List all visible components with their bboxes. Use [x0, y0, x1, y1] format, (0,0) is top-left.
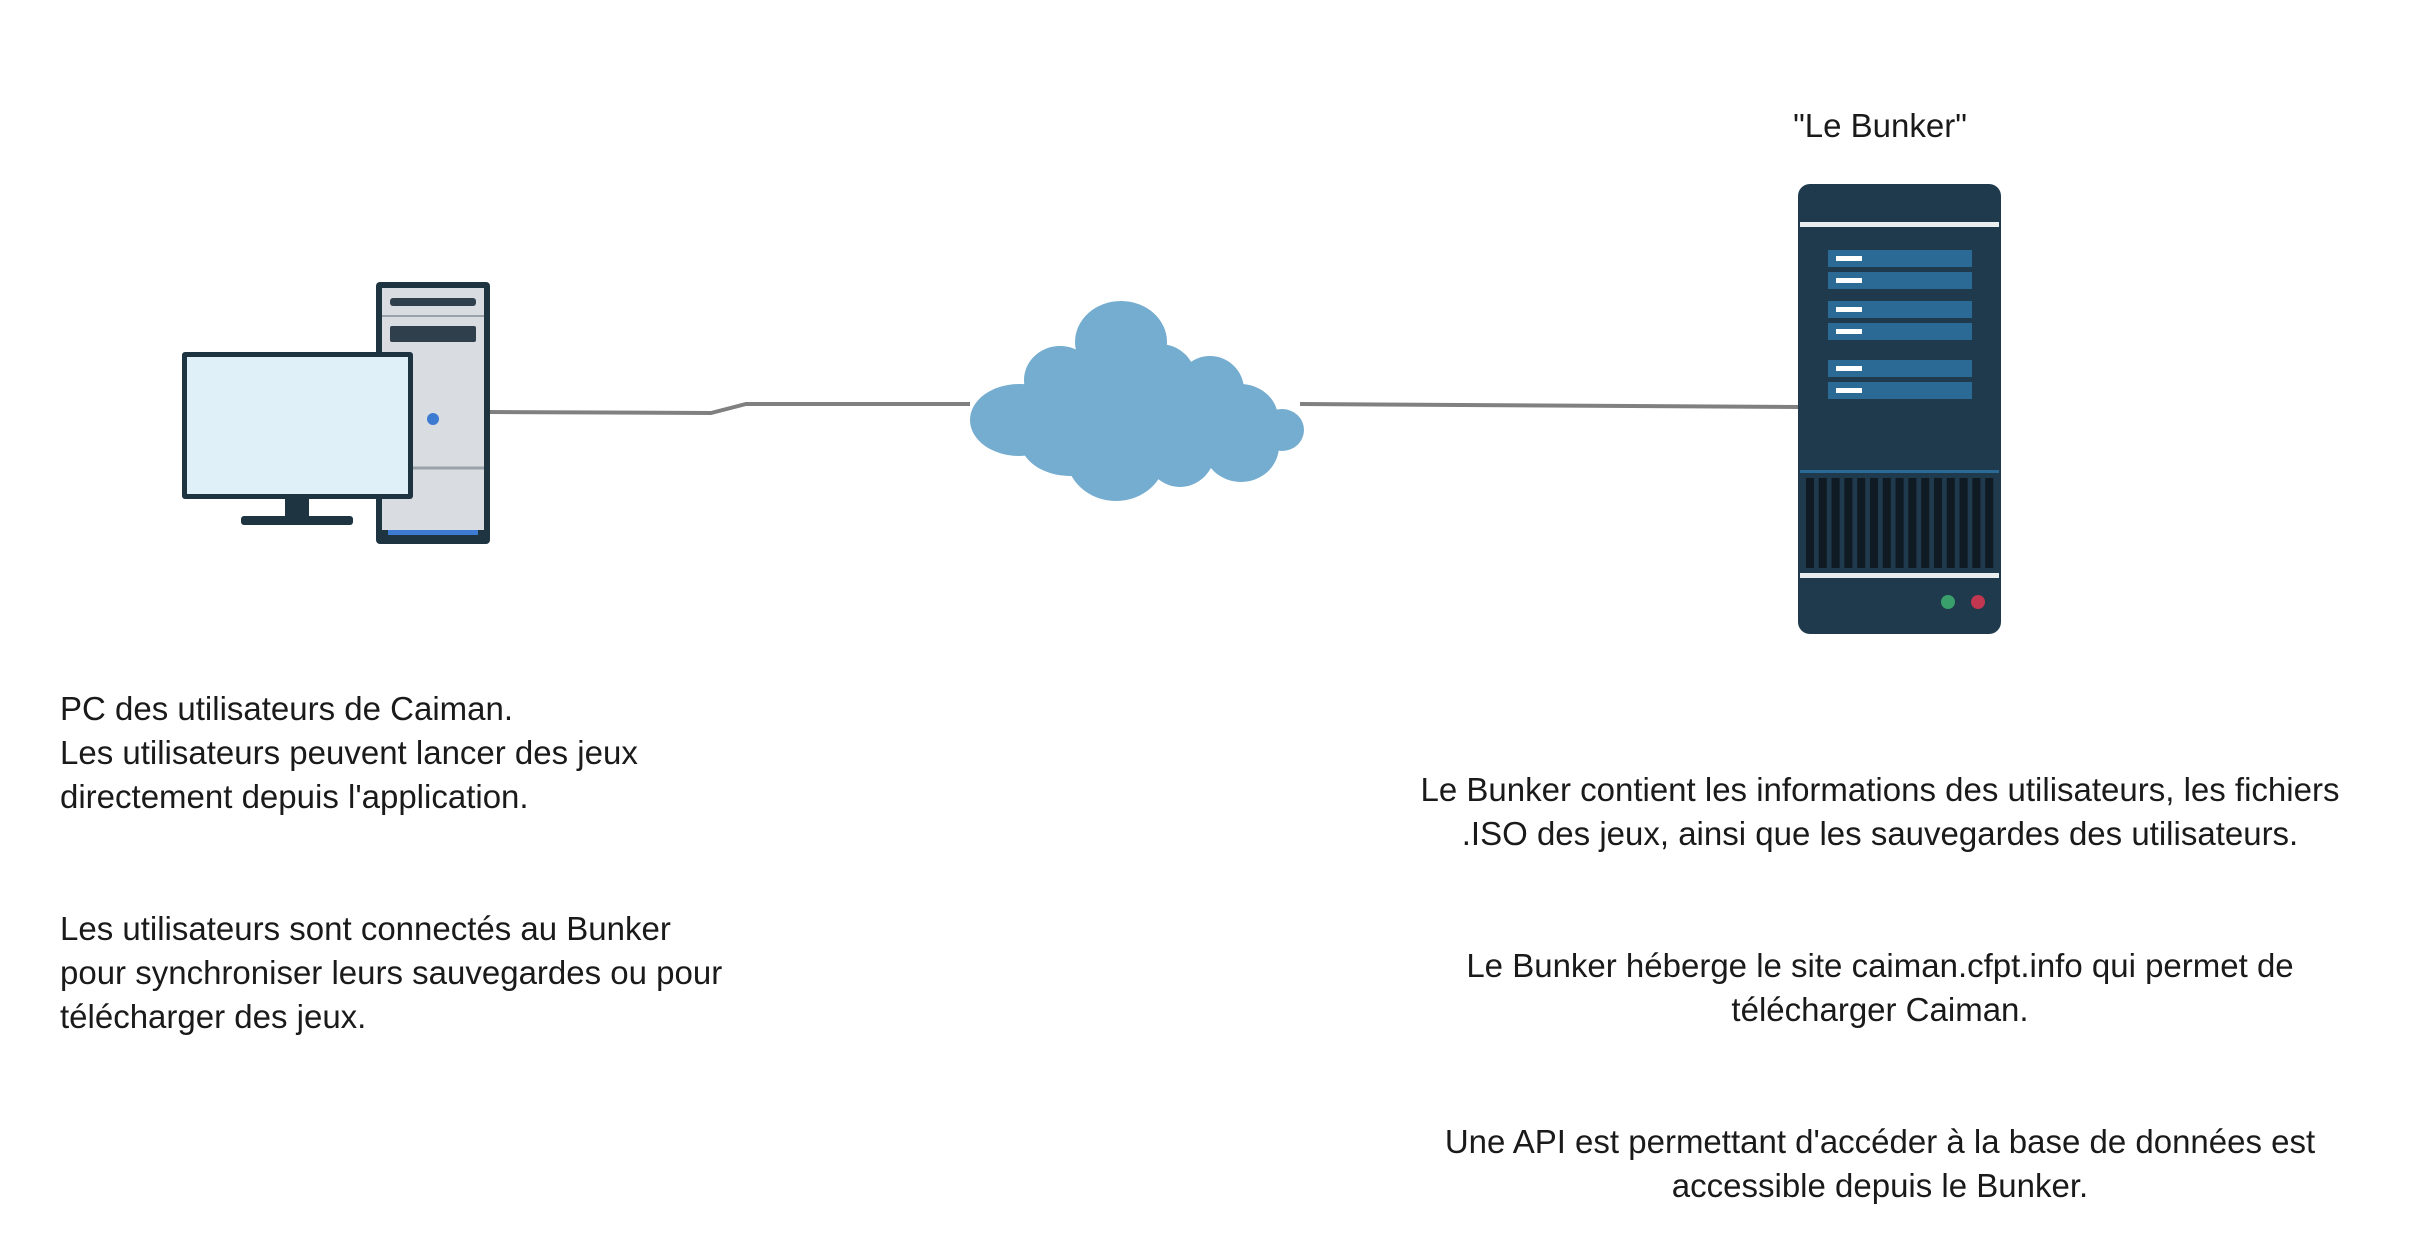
server-drive-slots: [1828, 250, 1972, 399]
vent-slot: [1934, 478, 1942, 568]
bunker-description-paragraph: Une API est permettant d'accéder à la ba…: [1444, 1123, 2316, 1204]
vent-slot: [1831, 478, 1840, 568]
vent-slot: [1972, 478, 1981, 568]
desktop-computer-icon: [182, 282, 490, 544]
server-status-led-green: [1941, 595, 1955, 609]
vent-slot: [1921, 478, 1930, 568]
vent-slot: [1946, 478, 1955, 568]
vent-slot: [1806, 478, 1814, 568]
pc-description-paragraph: PC des utilisateurs de Caiman. Les utili…: [60, 690, 638, 815]
bunker-description-paragraph: Le Bunker contient les informations des …: [1420, 771, 2340, 852]
vent-slot: [1959, 478, 1968, 568]
server-status-led-red: [1971, 595, 1985, 609]
vent-slot: [1857, 478, 1866, 568]
vent-slot: [1844, 478, 1853, 568]
pc-cloud-connector: [487, 402, 970, 416]
vent-slot: [1818, 478, 1827, 568]
pc-description-paragraph: Les utilisateurs sont connectés au Bunke…: [60, 910, 723, 1035]
cloud-icon: [970, 301, 1304, 501]
server-title: "Le Bunker": [1793, 107, 1967, 144]
server-tower-icon: [1798, 184, 2001, 634]
bunker-description-paragraph: Le Bunker héberge le site caiman.cfpt.in…: [1466, 947, 2294, 1028]
vent-slot: [1882, 478, 1891, 568]
vent-slot: [1870, 478, 1878, 568]
vent-slot: [1985, 478, 1994, 568]
pc-description: PC des utilisateurs de Caiman. Les utili…: [60, 643, 820, 1083]
cloud-server-connector: [1299, 402, 1799, 409]
bunker-description: Le Bunker contient les informations des …: [1390, 724, 2370, 1252]
vent-slot: [1895, 478, 1904, 568]
vent-slot: [1908, 478, 1917, 568]
server-vent-grille: [1806, 478, 1994, 568]
